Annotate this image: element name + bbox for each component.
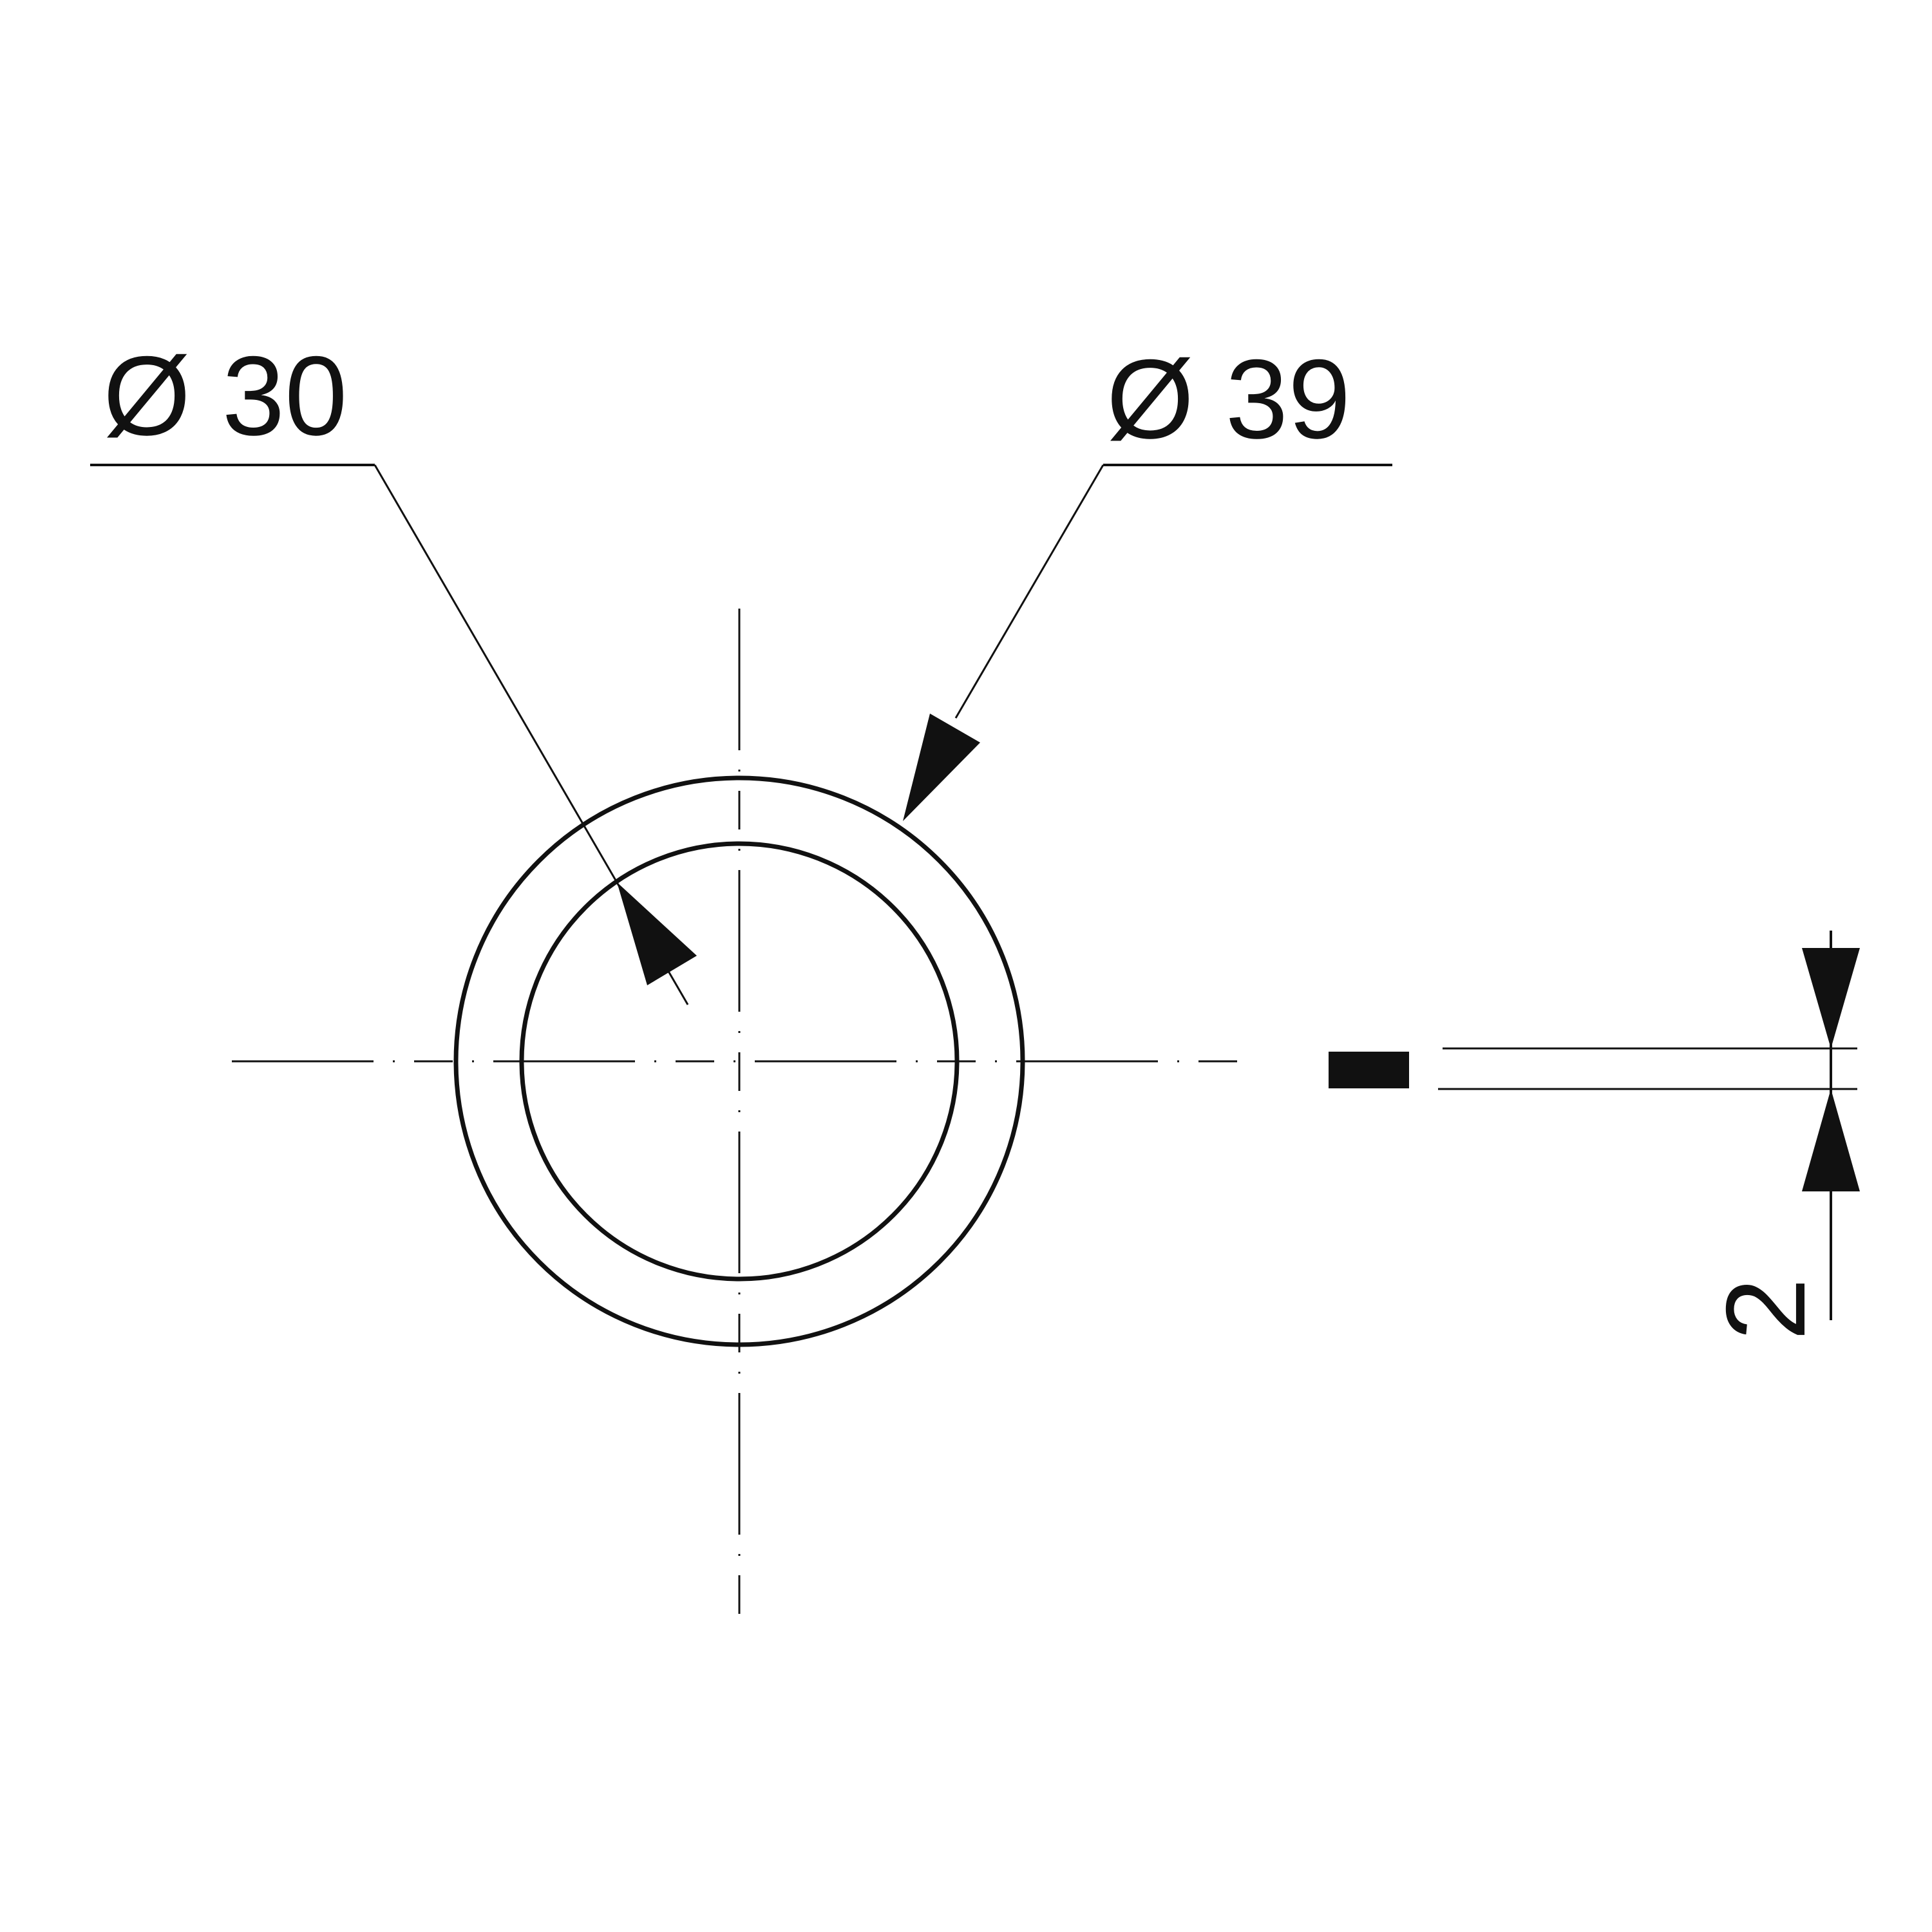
washer-side-view: [1329, 1047, 1857, 1090]
centerlines: [232, 609, 1246, 1623]
outer-circle: [453, 775, 1025, 1347]
thickness-label: 2: [1703, 1278, 1829, 1340]
washer-front-view: [453, 775, 1025, 1347]
thickness-arrow-bottom: [1802, 1089, 1860, 1191]
inner-diameter-leader: [90, 464, 697, 1005]
outer-leader-arrowhead: [903, 714, 980, 821]
side-view-section: [1329, 1052, 1409, 1088]
inner-leader-arrowhead: [617, 882, 697, 985]
thickness-arrow-top: [1802, 948, 1860, 1048]
outer-leader-line: [954, 464, 1104, 719]
dimension-labels: Ø 30 Ø 39 2: [103, 334, 1829, 1341]
inner-circle: [519, 841, 960, 1282]
outer-diameter-label: Ø 39: [1106, 337, 1350, 462]
thickness-dimension: [1802, 931, 1860, 1320]
outer-diameter-leader: [903, 464, 1392, 821]
inner-diameter-label: Ø 30: [103, 334, 347, 459]
